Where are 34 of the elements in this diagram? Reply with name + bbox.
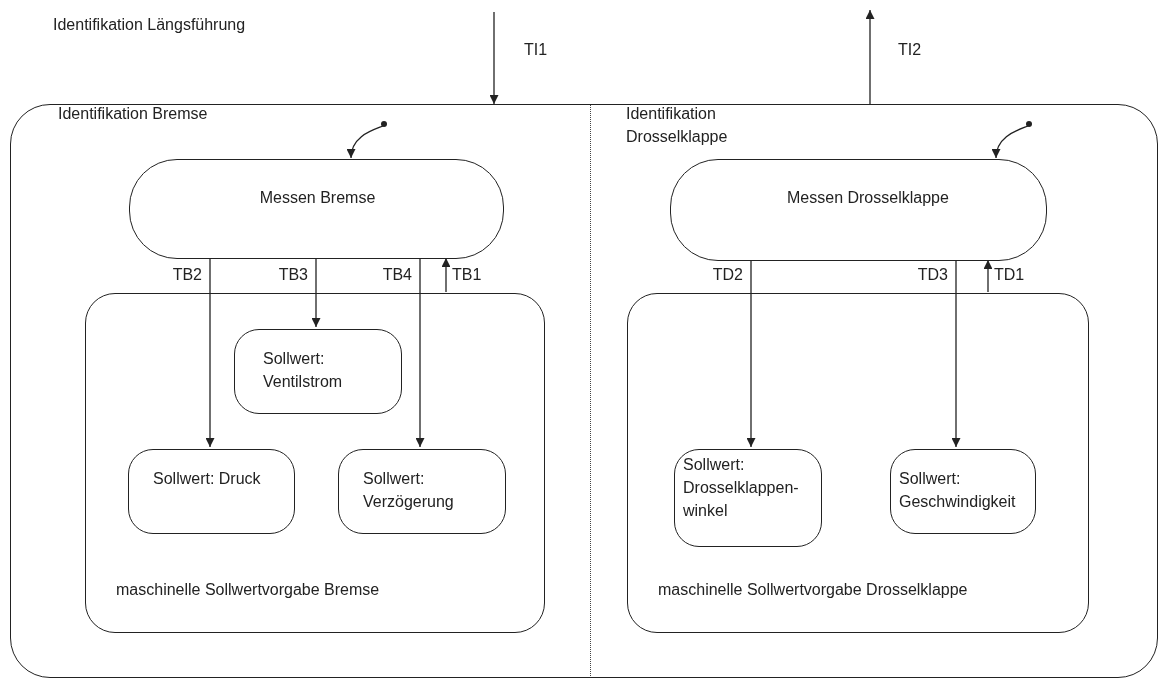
state-box [234,329,402,414]
state-label: Sollwert: Drosselklappen-winkel [683,455,800,521]
arrow [441,257,451,293]
state-box [128,449,295,534]
state-label: maschinelle Sollwertvorgabe Bremse [116,580,381,600]
state-label: Sollwert: Geschwindigkeit [899,469,1017,512]
state-label: Messen Drosselklappe [787,188,950,208]
state-box [85,293,545,633]
state-box [338,449,506,534]
arrow [992,125,1029,159]
region-title: Identifikation Bremse [58,104,209,124]
arrow [951,259,961,448]
arrow [347,125,384,159]
arrow [415,257,425,448]
state-label: Sollwert: Ventilstrom [263,349,344,392]
arrow [311,257,321,328]
state-label: Sollwert: Druck [153,469,262,489]
state-label: maschinelle Sollwertvorgabe Drosselklappe [658,580,969,600]
arrow [746,259,756,448]
state-box [890,449,1036,534]
arrow [489,11,499,105]
state-title: Identifikation Längsführung [53,15,247,35]
region-title: Identifikation Drosselklappe [626,104,729,147]
state-label: Sollwert: Verzögerung [363,469,455,512]
initial-dot [381,121,387,127]
initial-dot [1026,121,1032,127]
arrow [865,9,875,105]
state-box [670,159,1047,261]
state-box [129,159,504,259]
arrow [983,259,993,293]
state-label: Messen Bremse [258,188,377,208]
arrow [205,257,215,448]
state-box [674,449,822,547]
state-box [627,293,1089,633]
